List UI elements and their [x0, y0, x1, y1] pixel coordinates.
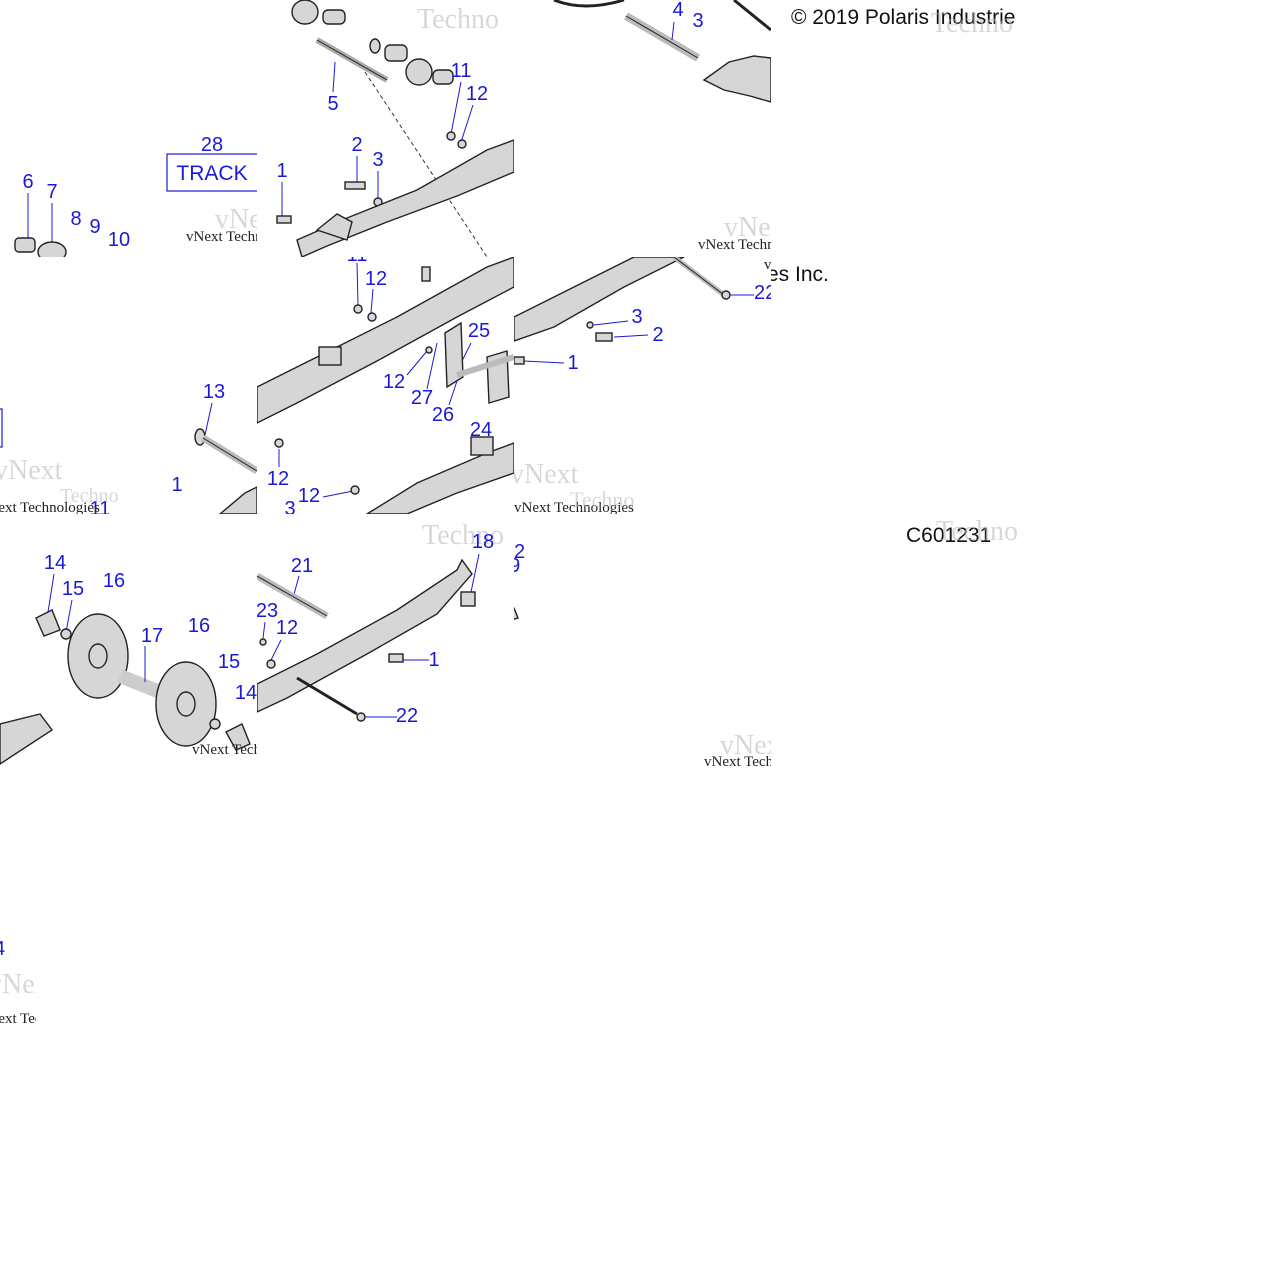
- callout-3: 3: [372, 149, 383, 171]
- diagram-tile-r3c4: C601231 Techno: [771, 514, 1028, 771]
- diagram-tile-r1c4: © 2019 Polaris Industrie Techno: [771, 0, 1028, 257]
- callout-16-b: 16: [188, 615, 210, 637]
- callout-7: 7: [46, 181, 57, 203]
- callout-1-left: 1: [171, 474, 182, 496]
- callout-8: 8: [70, 208, 81, 230]
- track-label-box: [166, 153, 257, 192]
- svg-text:vNext Technologies: vNext Technologies: [704, 754, 771, 770]
- svg-text:Techno: Techno: [60, 485, 119, 507]
- callout-1-bottom: 1: [428, 649, 439, 671]
- callout-26: 26: [432, 404, 454, 426]
- svg-text:4: 4: [0, 938, 5, 960]
- bearing-cap-part: [35, 609, 61, 637]
- svg-text:2: 2: [514, 541, 525, 563]
- callout-12: 12: [466, 83, 488, 105]
- diagram-tile-r3c1: 14 15 16 17 16 15 14 vNext Technologies: [0, 514, 257, 771]
- svg-text:vNext Technologies: vNext Technologies: [0, 1011, 36, 1027]
- svg-text:3: 3: [284, 498, 295, 514]
- callout-12-low: 12: [267, 468, 289, 490]
- callout-12-bottom: 12: [276, 617, 298, 639]
- spacer-part: [14, 237, 36, 253]
- watermark-techno: Techno: [417, 4, 499, 35]
- diagram-tile-r2c4: es Inc.: [771, 257, 1028, 514]
- callout-2: 2: [351, 134, 362, 156]
- callout-2-right: 2: [652, 324, 663, 346]
- watermark-vnext-2: vNext Technologies: [698, 237, 771, 253]
- rail-slide-part: [296, 139, 514, 257]
- callout-11-left: 11: [90, 498, 111, 514]
- callout-16: 16: [103, 570, 125, 592]
- callout-28: 28: [201, 134, 223, 156]
- diagram-tile-r2c2: 11 12 25 12 27 26 24 12 12: [257, 257, 514, 514]
- diagram-tile-r2c1: 13 1 11 vNext vNext Technologies Techno: [0, 257, 257, 514]
- svg-text:Techno: Techno: [422, 520, 504, 551]
- svg-text:vNext: vNext: [0, 969, 36, 1000]
- watermark-vnext: vNext Technologies: [186, 229, 257, 245]
- callout-9: 9: [89, 216, 100, 238]
- callout-14: 14: [44, 552, 66, 574]
- diagram-tile-r1c2: Techno 5 11 12 2 3 1: [257, 0, 514, 257]
- callout-13: 13: [203, 381, 225, 403]
- track-label: TRACK: [176, 162, 247, 185]
- callout-22: 22: [396, 705, 418, 727]
- svg-text:Techno: Techno: [570, 487, 634, 512]
- diagram-tile-r2c3: 22 3 2 1 vNext Technologies vNext vNext …: [514, 257, 771, 514]
- callout-15-b: 15: [218, 651, 240, 673]
- svg-text:vNext: vNext: [514, 459, 579, 490]
- svg-text:vNext: vNext: [724, 212, 771, 243]
- callout-6: 6: [22, 171, 33, 193]
- figure-id: C601231: [906, 524, 991, 547]
- svg-text:Techno: Techno: [936, 516, 1018, 547]
- callout-4: 4: [672, 0, 683, 21]
- svg-text:vNext Technologies: vNext Technologies: [764, 257, 771, 273]
- svg-text:vNext Technologies: vNext Technologies: [192, 742, 257, 758]
- rail-rear-part: [514, 257, 685, 342]
- callout-1-right: 1: [567, 352, 578, 374]
- callout-5: 5: [327, 93, 338, 115]
- callout-27: 27: [411, 387, 433, 409]
- callout-19: 19: [514, 555, 520, 577]
- diagram-tile-r1c3: 4 3 vNext Technologies vNext: [514, 0, 771, 257]
- callout-12-center: 12: [365, 268, 387, 290]
- callout-18: 18: [472, 531, 494, 553]
- callout-3-right: 3: [631, 306, 642, 328]
- watermark-vnext-big: vNext: [215, 204, 257, 235]
- callout-1: 1: [276, 160, 287, 182]
- diagram-tile-r3c2: Techno 21 23 12 18 1 22: [257, 514, 514, 771]
- bracket-part: [444, 321, 464, 389]
- svg-text:vNext: vNext: [0, 455, 63, 486]
- alignment-dashed-line: [364, 71, 488, 257]
- callout-10: 10: [108, 229, 130, 251]
- callout-25: 25: [468, 320, 490, 342]
- callout-22-upper: 22: [754, 282, 771, 304]
- idler-wheel-part: [291, 0, 319, 25]
- diagram-tile-r4c1: 4 vNext vNext Technologies: [0, 771, 36, 1028]
- svg-text:Techno: Techno: [931, 8, 1013, 39]
- callout-14-b: 14: [235, 682, 257, 704]
- rear-bumper-part: [702, 55, 771, 103]
- rail-center-part: [257, 257, 514, 424]
- copyright-text: © 2019 Polaris Industrie: [791, 6, 1015, 29]
- callout-11: 11: [451, 60, 472, 82]
- callout-21: 21: [291, 555, 313, 577]
- diagram-tile-r1c1: 28 TRACK 6 7 8 9 10 vNext Technologies v…: [0, 0, 257, 257]
- svg-text:vNext: vNext: [720, 730, 771, 761]
- svg-text:vNext Technologies: vNext Technologies: [514, 500, 634, 514]
- callout-12-rail: 12: [383, 371, 405, 393]
- diagram-tile-r3c3: 2 19 vNext Technologies vNext: [514, 514, 771, 771]
- copyright-fragment: es Inc.: [771, 263, 829, 286]
- callout-15: 15: [62, 578, 84, 600]
- callout-3-upper: 3: [692, 10, 703, 32]
- svg-text:11: 11: [347, 257, 368, 266]
- rail-lower-rear-part: [257, 558, 473, 713]
- callout-23: 23: [257, 600, 278, 622]
- rail-lower-part: [365, 442, 514, 514]
- wheel-part: [37, 241, 67, 257]
- svg-text:vNext Technologies: vNext Technologies: [0, 500, 100, 514]
- callout-24: 24: [470, 419, 492, 441]
- callout-17: 17: [141, 625, 163, 647]
- svg-text:12: 12: [298, 485, 320, 507]
